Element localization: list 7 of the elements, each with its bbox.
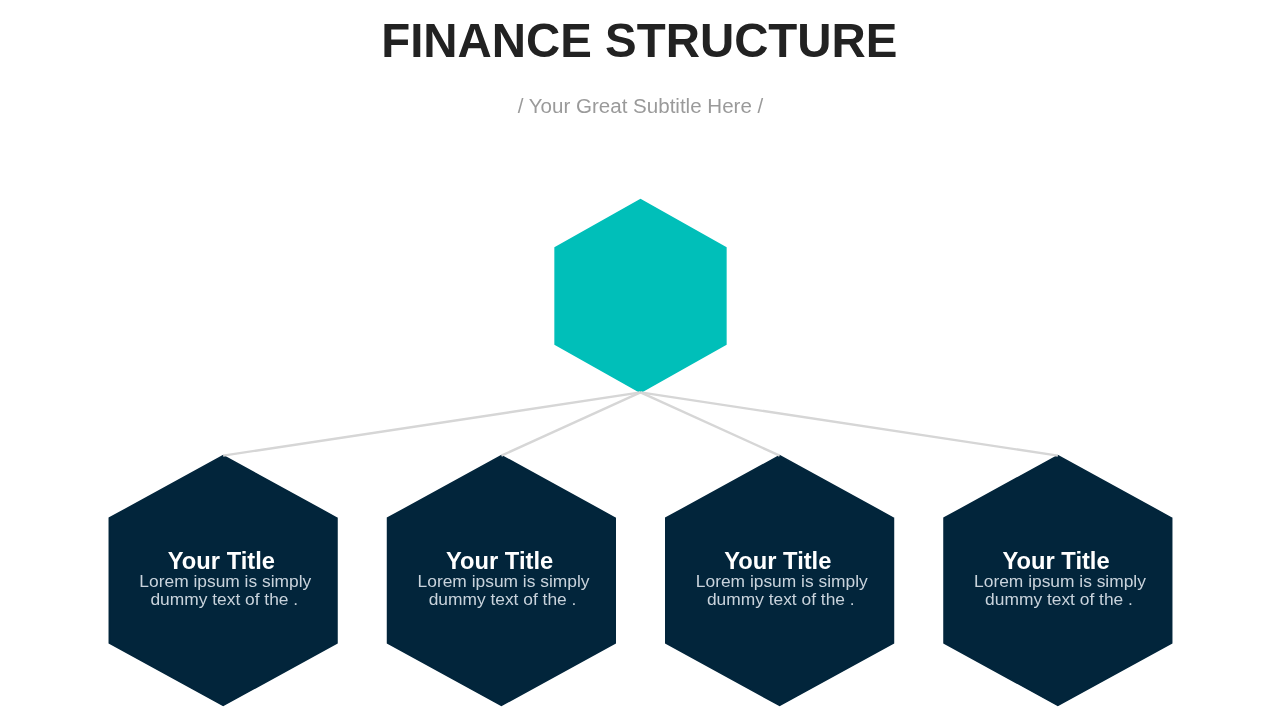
connector (222, 391, 641, 457)
label: / Your Great Subtitle Here / (517, 94, 763, 118)
connector (500, 391, 641, 457)
diagram-title: FINANCE STRUCTURE (380, 14, 897, 68)
connector (639, 391, 1058, 457)
connector (639, 391, 780, 457)
node-hexagon (553, 198, 727, 394)
